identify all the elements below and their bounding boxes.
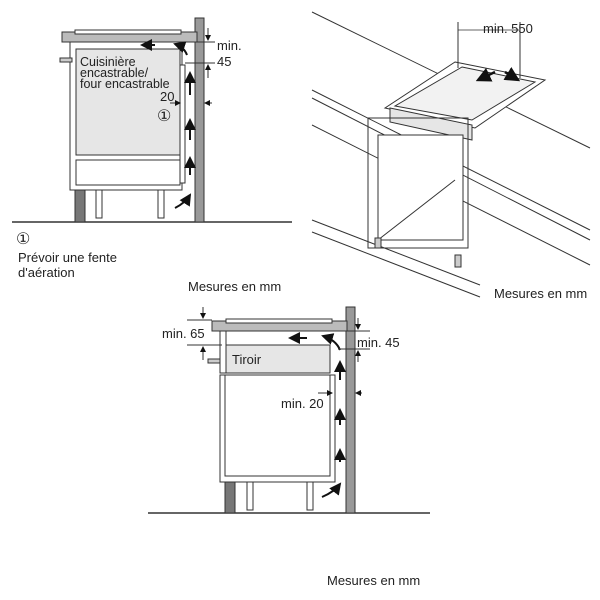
appliance-label: four encastrable: [80, 77, 170, 91]
airflow-arrows: [288, 332, 346, 498]
leg: [95, 189, 103, 219]
handle: [207, 358, 221, 364]
gap-front-label: min. 65: [162, 326, 205, 341]
airflow-arrows: [140, 39, 196, 209]
legend-text: d'aération: [18, 265, 75, 280]
diagram-built-in-oven: [12, 17, 292, 223]
gap-top-label: min. 45: [357, 335, 400, 350]
legend-text: Prévoir une fente: [18, 250, 118, 265]
diagram-drawer: [148, 306, 430, 514]
units-label: Mesures en mm: [494, 286, 588, 301]
units-label: Mesures en mm: [327, 573, 421, 588]
gap-side-label: min. 20: [281, 396, 324, 411]
arrows-icon: [475, 67, 521, 82]
plinth: [224, 481, 236, 514]
leg: [306, 481, 314, 511]
drawer-label: Tiroir: [232, 352, 262, 367]
gap-side-label: 20: [160, 89, 175, 104]
units-label: Mesures en mm: [188, 279, 282, 294]
leg: [246, 481, 254, 511]
cabinet: [367, 117, 469, 249]
wall: [194, 17, 205, 223]
diagram-hob-cutout: [311, 11, 591, 298]
vent-marker: ①: [157, 108, 172, 125]
drawer: [75, 159, 181, 186]
dimension-lines: [170, 28, 215, 106]
appliance-label: Cuisinière: [80, 55, 136, 69]
gap-top-value: 45: [217, 54, 232, 69]
cutout-label: min. 550: [483, 21, 533, 36]
wall: [345, 306, 356, 514]
plinth: [74, 189, 86, 223]
legend-marker: ①: [16, 231, 31, 248]
dimension-lines: [187, 307, 370, 396]
leg: [157, 189, 165, 219]
appliance-label: encastrable/: [80, 66, 149, 80]
drawer: [225, 344, 331, 374]
gap-top-label: min.: [217, 38, 242, 53]
handle: [59, 57, 73, 63]
